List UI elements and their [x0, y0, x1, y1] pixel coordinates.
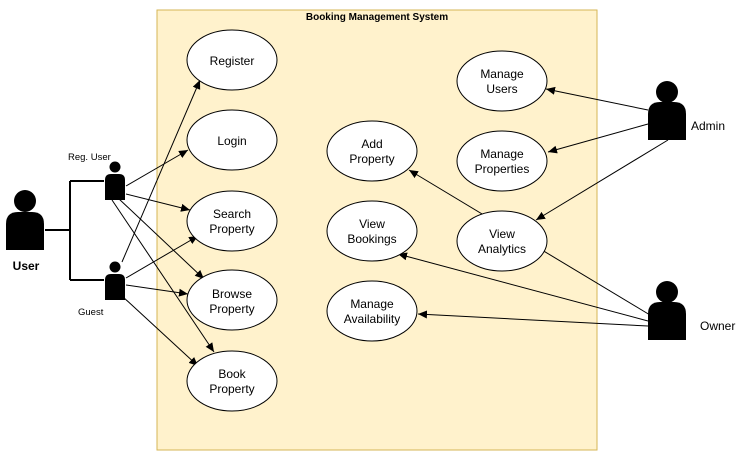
system-title: Booking Management System: [306, 12, 448, 23]
actor-label-guest: Guest: [78, 307, 104, 318]
edge-admin-manageproperties: [547, 123, 649, 154]
guest-actor-icon[interactable]: [105, 261, 125, 301]
edge-admin-manageusers: [545, 86, 649, 111]
usecase-register[interactable]: [186, 29, 278, 91]
admin-actor-icon[interactable]: [648, 81, 686, 140]
usecase-label-browse-2: Property: [209, 302, 254, 316]
edge-owner-availability: [417, 310, 649, 327]
usecase-label-add-1: Add: [361, 137, 382, 151]
edge-admin-viewanalytics: [535, 139, 669, 221]
generalization-bracket: [45, 180, 104, 281]
usecase-manage-properties[interactable]: [456, 130, 548, 192]
usecase-label-manageproperties-2: Properties: [475, 162, 530, 176]
edge-reguser-search: [125, 193, 191, 212]
reg-user-actor-icon[interactable]: [105, 161, 125, 201]
edge-reguser-browse: [117, 197, 205, 280]
usecase-label-search-1: Search: [213, 207, 251, 221]
usecase-label-book-2: Property: [209, 382, 254, 396]
usecase-label-analytics-1: View: [489, 227, 515, 241]
usecase-search-property[interactable]: [186, 190, 278, 252]
usecase-view-analytics[interactable]: [456, 210, 548, 272]
usecase-label-viewbookings-1: View: [359, 217, 385, 231]
usecase-label-analytics-2: Analytics: [478, 242, 526, 256]
usecase-book-property[interactable]: [186, 350, 278, 412]
edge-guest-browse: [125, 284, 189, 297]
usecase-label-login: Login: [217, 134, 246, 148]
usecase-label-manageusers-2: Users: [486, 82, 517, 96]
usecase-manage-availability[interactable]: [326, 280, 418, 342]
usecase-label-add-2: Property: [349, 152, 394, 166]
actor-label-reg-user: Reg. User: [68, 152, 111, 163]
edge-owner-viewbookings: [397, 252, 649, 322]
usecase-label-viewbookings-2: Bookings: [347, 232, 396, 246]
usecase-label-search-2: Property: [209, 222, 254, 236]
edge-reguser-book: [111, 199, 215, 353]
usecase-view-bookings[interactable]: [326, 200, 418, 262]
usecase-login[interactable]: [186, 109, 278, 171]
user-actor-icon[interactable]: [6, 190, 44, 250]
usecase-label-availability-1: Manage: [350, 297, 394, 311]
edge-guest-book: [121, 295, 199, 367]
usecase-label-book-1: Book: [218, 367, 246, 381]
edge-guest-search: [125, 235, 199, 279]
usecase-label-manageusers-1: Manage: [480, 67, 524, 81]
usecase-manage-users[interactable]: [456, 50, 548, 112]
actor-label-admin: Admin: [691, 119, 725, 133]
usecase-label-browse-1: Browse: [212, 287, 252, 301]
usecase-browse-property[interactable]: [186, 269, 278, 331]
usecase-add-property[interactable]: [326, 120, 418, 182]
associations: [111, 79, 669, 367]
edge-reguser-login: [125, 149, 189, 187]
actor-label-user: User: [13, 259, 40, 273]
edge-guest-register: [121, 79, 201, 263]
usecase-label-register: Register: [210, 54, 255, 68]
owner-actor-icon[interactable]: [648, 281, 686, 340]
actor-label-owner: Owner: [700, 319, 735, 333]
usecase-label-availability-2: Availability: [344, 312, 400, 326]
usecase-label-manageproperties-1: Manage: [480, 147, 524, 161]
